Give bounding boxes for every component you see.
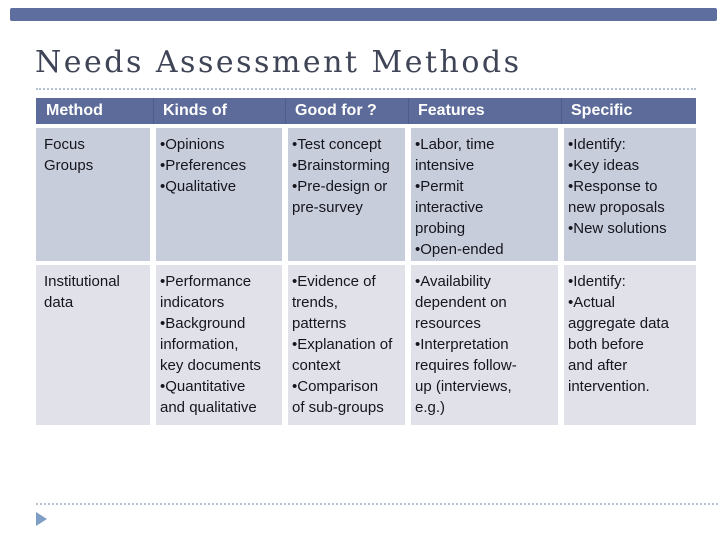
cell-line: intensive [415, 157, 475, 174]
cell-line: trends, [292, 294, 338, 311]
table-row-institutional-data: Institutional data •Performance indicators… [36, 265, 696, 425]
cell-line: information, [160, 336, 239, 353]
cell-line: •Opinions [160, 136, 225, 153]
cell-line: •Open-ended [415, 241, 504, 258]
cell-line: data [44, 294, 74, 311]
header-cell-method: Method [46, 102, 103, 119]
cell-line: resources [415, 315, 481, 332]
cell-line: Groups [44, 157, 94, 174]
cell-line: •Qualitative [160, 178, 237, 195]
cell-method: Institutional data [36, 265, 150, 425]
footer-divider [36, 503, 718, 505]
cell-line: •Pre-design or [292, 178, 388, 195]
cell-line: of sub-groups [292, 399, 384, 416]
cell-line: and after [568, 357, 628, 374]
cell-line: aggregate data [568, 315, 669, 332]
top-accent-bar [10, 8, 717, 21]
cell-line: dependent on [415, 294, 507, 311]
cell-line: Focus [44, 136, 85, 153]
cell-line: e.g.) [415, 399, 446, 416]
header-cell-specific: Specific [561, 98, 696, 124]
cell-line: indicators [160, 294, 225, 311]
cell-specific: •Identify: •Key ideas •Response to new prop… [564, 128, 696, 261]
play-arrow-icon [36, 512, 47, 526]
cell-specific: •Identify: •Actual aggregate data both befo… [564, 265, 696, 425]
cell-line: both before [568, 336, 644, 353]
header-cell-kinds-of: Kinds of [153, 98, 285, 124]
cell-line: •Identify: [568, 136, 626, 153]
cell-line: context [292, 357, 341, 374]
slide-title: Needs Assessment Methods [35, 45, 522, 80]
header-cell-good-for: Good for ? [285, 98, 408, 124]
cell-kinds-of: •Opinions •Preferences •Qualitative [156, 128, 282, 261]
cell-line: pre-survey [292, 199, 363, 216]
cell-line: up (interviews, [415, 378, 512, 395]
cell-line: •Quantitative [160, 378, 246, 395]
cell-line: Institutional [44, 273, 120, 290]
cell-line: •Preferences [160, 157, 247, 174]
cell-line: •Test concept [292, 136, 382, 153]
cell-line: •Labor, time [415, 136, 495, 153]
cell-line: •Response to [568, 178, 658, 195]
cell-line: new proposals [568, 199, 665, 216]
cell-line: interactive [415, 199, 484, 216]
cell-good-for: •Test concept •Brainstorming •Pre-design o… [288, 128, 405, 261]
cell-features: •Labor, time intensive •Permit interactive p… [411, 128, 558, 261]
cell-line: •Actual [568, 294, 615, 311]
header-cell-features: Features [408, 98, 561, 124]
cell-features: •Availability dependent on resources •Inter… [411, 265, 558, 425]
cell-line: patterns [292, 315, 347, 332]
cell-line: •Performance [160, 273, 252, 290]
cell-line: •Permit [415, 178, 464, 195]
cell-line: requires follow- [415, 357, 517, 374]
cell-line: •Comparison [292, 378, 379, 395]
cell-line: •Availability [415, 273, 491, 290]
cell-kinds-of: •Performance indicators •Background informa… [156, 265, 282, 425]
cell-line: •New solutions [568, 220, 667, 237]
cell-line: •Key ideas [568, 157, 640, 174]
cell-line: key documents [160, 357, 261, 374]
table-header-row: Method Kinds of Good for ? Features Spec… [36, 98, 696, 124]
title-divider [36, 88, 696, 90]
cell-line: •Background [160, 315, 246, 332]
cell-good-for: •Evidence of trends, patterns •Explanation … [288, 265, 405, 425]
cell-line: and qualitative [160, 399, 257, 416]
cell-line: •Identify: [568, 273, 626, 290]
cell-line: •Interpretation [415, 336, 509, 353]
cell-line: •Brainstorming [292, 157, 390, 174]
cell-line: intervention. [568, 378, 650, 395]
cell-line: probing [415, 220, 466, 237]
cell-line: •Explanation of [292, 336, 393, 353]
cell-line: •Evidence of [292, 273, 376, 290]
